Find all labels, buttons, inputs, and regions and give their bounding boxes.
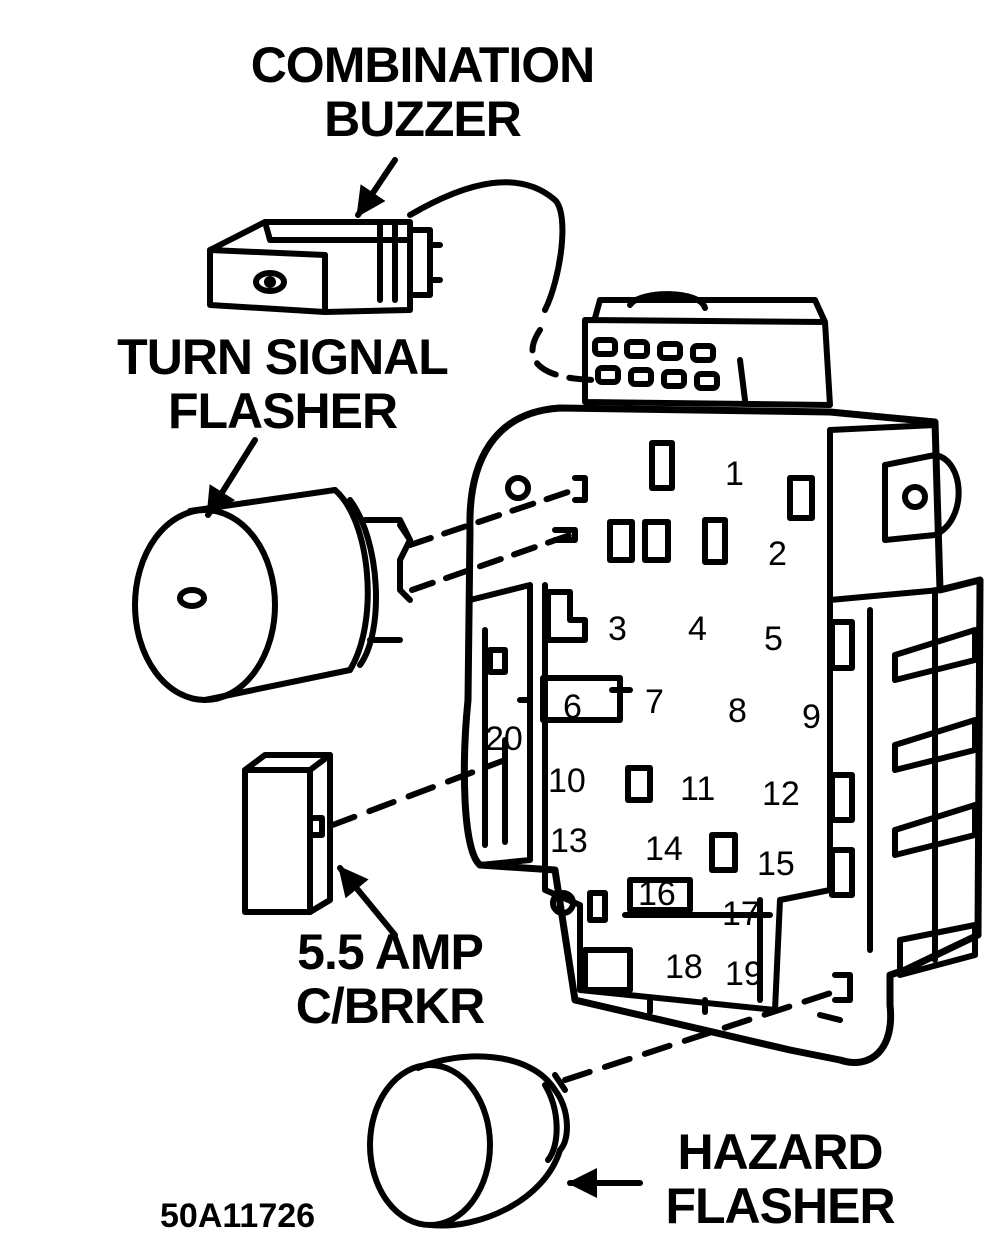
buzzer-leader-arrow: [355, 157, 398, 218]
fuse-number: 5: [764, 620, 783, 658]
fuse-number: 7: [645, 683, 664, 721]
fuse-number: 13: [550, 822, 588, 860]
fuse-numbers: 1 2 3 4 5 6 7 8 9 10 11 12 13 14 15 16 1…: [485, 455, 821, 993]
figure-id: 50A11726: [160, 1197, 316, 1235]
fuse-number: 6: [563, 688, 582, 726]
breaker-leader-arrow: [337, 865, 398, 938]
fuse-number: 20: [485, 720, 523, 758]
fuse-number: 15: [757, 845, 795, 883]
fuse-number: 11: [680, 770, 715, 808]
hazard-flasher-label-line1: HAZARD: [677, 1124, 883, 1180]
fuse-number: 4: [688, 610, 707, 648]
fuse-number: 9: [802, 698, 821, 736]
circuit-breaker-label-line1: 5.5 AMP: [297, 924, 484, 980]
turn-signal-flasher-label-line2: FLASHER: [167, 383, 398, 439]
fuse-number: 1: [725, 455, 744, 493]
fuse-number: 8: [728, 692, 747, 730]
fuse-number: 18: [665, 948, 703, 986]
circuit-breaker-label: 5.5 AMP C/BRKR: [285, 925, 495, 1033]
turn-flasher-leader-arrow: [205, 437, 258, 518]
combination-buzzer-label-line1: COMBINATION: [250, 37, 596, 93]
fuse-number: 14: [645, 830, 683, 868]
turn-signal-flasher-label: TURN SIGNAL FLASHER: [100, 330, 465, 438]
fuse-number: 2: [768, 535, 787, 573]
fuse-block: [460, 291, 984, 1067]
fuse-number: 10: [548, 762, 586, 800]
fuse-number: 16: [638, 875, 676, 913]
circuit-breaker: [242, 737, 508, 915]
fuse-number: 12: [762, 775, 800, 813]
fuse-number: 19: [725, 955, 763, 993]
circuit-breaker-label-line2: C/BRKR: [295, 978, 485, 1034]
hazard-flasher: [367, 972, 853, 1229]
fuse-number: 3: [608, 610, 627, 648]
fuse-number: 17: [722, 895, 760, 933]
combination-buzzer-label: COMBINATION BUZZER: [230, 38, 615, 146]
hazard-flasher-label-line2: FLASHER: [665, 1178, 895, 1234]
combination-buzzer-label-line2: BUZZER: [324, 91, 522, 147]
hazard-flasher-label: HAZARD FLASHER: [655, 1125, 905, 1233]
turn-signal-flasher-label-line1: TURN SIGNAL: [117, 329, 449, 385]
combination-buzzer: [207, 179, 603, 383]
